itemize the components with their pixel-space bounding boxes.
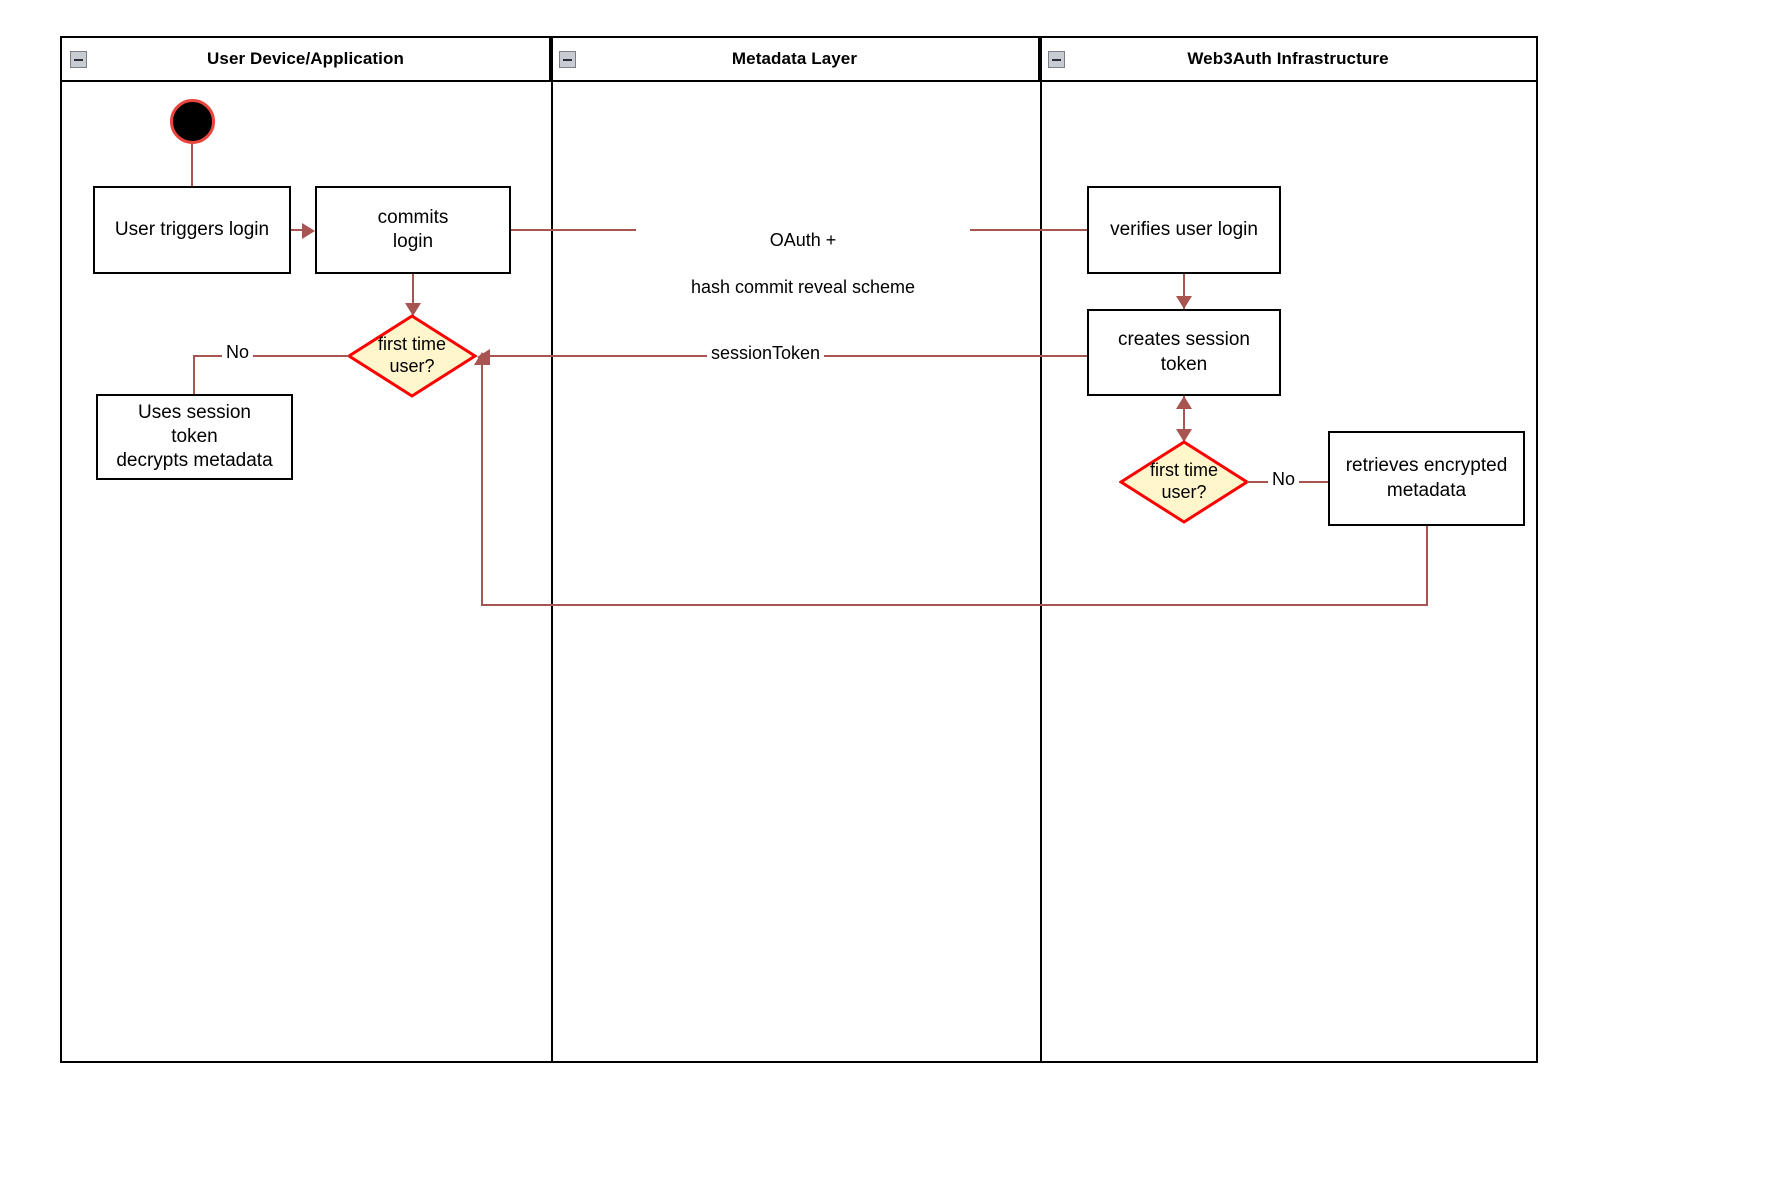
lane-divider-2 bbox=[1040, 38, 1042, 1061]
edge-label-oauth-line2: hash commit reveal scheme bbox=[690, 277, 916, 298]
action-retrieves-encrypted-metadata[interactable]: retrieves encrypted metadata bbox=[1328, 431, 1525, 526]
edge-creates-to-decision-server bbox=[1183, 396, 1185, 442]
arrowhead-to-commits-login bbox=[302, 223, 315, 239]
decision-client-label: first time user? bbox=[347, 314, 477, 398]
action-uses-session-token-line3: decrypts metadata bbox=[116, 450, 273, 472]
decision-first-time-user-client[interactable]: first time user? bbox=[347, 314, 477, 398]
lane-header-web3auth[interactable]: Web3Auth Infrastructure bbox=[1040, 38, 1536, 82]
action-uses-session-token-line2: token bbox=[171, 425, 218, 447]
action-creates-session-token[interactable]: creates session token bbox=[1087, 309, 1281, 396]
arrowhead-down-to-decision-server bbox=[1176, 429, 1192, 442]
lane-title-web3auth: Web3Auth Infrastructure bbox=[1187, 49, 1389, 68]
swimlane-pool: User Device/Application Metadata Layer W… bbox=[60, 36, 1538, 1063]
decision-client-line2: user? bbox=[389, 356, 435, 376]
edge-bottom-return bbox=[481, 604, 1428, 606]
lane-header-metadata-layer[interactable]: Metadata Layer bbox=[551, 38, 1040, 82]
initial-node bbox=[170, 99, 215, 144]
action-retrieves-encrypted-metadata-line1: retrieves encrypted bbox=[1345, 455, 1508, 477]
decision-first-time-user-server[interactable]: first time user? bbox=[1119, 440, 1249, 524]
lane-divider-1 bbox=[551, 38, 553, 1061]
collapse-minus-icon[interactable] bbox=[70, 51, 87, 68]
action-verifies-user-login[interactable]: verifies user login bbox=[1087, 186, 1281, 274]
edge-retrieves-drop bbox=[1426, 526, 1428, 606]
decision-diamond-shape bbox=[347, 314, 477, 398]
edge-no-drop-to-uses-session bbox=[193, 355, 195, 395]
edge-start-to-user-triggers-login bbox=[191, 144, 193, 187]
decision-server-label: first time user? bbox=[1119, 440, 1249, 524]
decision-client-line1: first time bbox=[377, 334, 446, 355]
lane-header-user-device[interactable]: User Device/Application bbox=[62, 38, 551, 82]
lane-title-user-device: User Device/Application bbox=[207, 49, 404, 68]
edge-label-no-client: No bbox=[222, 341, 254, 365]
action-retrieves-encrypted-metadata-line2: metadata bbox=[1386, 479, 1467, 501]
arrowhead-up-to-creates-session-token bbox=[1176, 396, 1192, 409]
action-commits-login-label: commits login bbox=[377, 206, 449, 252]
edge-label-oauth-line1: OAuth + bbox=[769, 230, 837, 251]
action-user-triggers-login-label: User triggers login bbox=[114, 218, 270, 240]
collapse-minus-icon[interactable] bbox=[559, 51, 576, 68]
decision-diamond-shape bbox=[1119, 440, 1249, 524]
edge-label-session-token: sessionToken bbox=[707, 342, 825, 366]
edge-user-triggers-to-commits bbox=[291, 229, 305, 231]
edge-return-rise-to-decision-client bbox=[481, 364, 483, 606]
decision-server-line2: user? bbox=[1161, 482, 1207, 502]
action-verifies-user-login-label: verifies user login bbox=[1110, 218, 1258, 240]
edge-label-oauth-commit: OAuth + hash commit reveal scheme bbox=[636, 206, 970, 323]
action-uses-session-token-line1: Uses session bbox=[138, 401, 251, 423]
action-commits-login[interactable]: commits login bbox=[315, 186, 511, 274]
action-uses-session-token[interactable]: Uses session token decrypts metadata bbox=[96, 394, 293, 480]
arrowhead-to-creates-session-token bbox=[1176, 296, 1192, 309]
lane-title-metadata-layer: Metadata Layer bbox=[731, 49, 858, 68]
edge-verifies-to-creates bbox=[1183, 274, 1185, 311]
edge-commits-to-decision-client bbox=[412, 274, 414, 318]
action-creates-session-token-line1: creates session bbox=[1117, 329, 1250, 351]
arrowhead-return-to-decision-client bbox=[474, 352, 490, 365]
action-creates-session-token-line2: token bbox=[1160, 353, 1208, 375]
collapse-minus-icon[interactable] bbox=[1048, 51, 1065, 68]
edge-decision-client-no bbox=[193, 355, 349, 357]
action-user-triggers-login[interactable]: User triggers login bbox=[93, 186, 291, 274]
edge-label-no-server: No bbox=[1268, 468, 1300, 492]
decision-server-line1: first time bbox=[1149, 460, 1218, 481]
arrowhead-to-decision-client bbox=[405, 303, 421, 316]
